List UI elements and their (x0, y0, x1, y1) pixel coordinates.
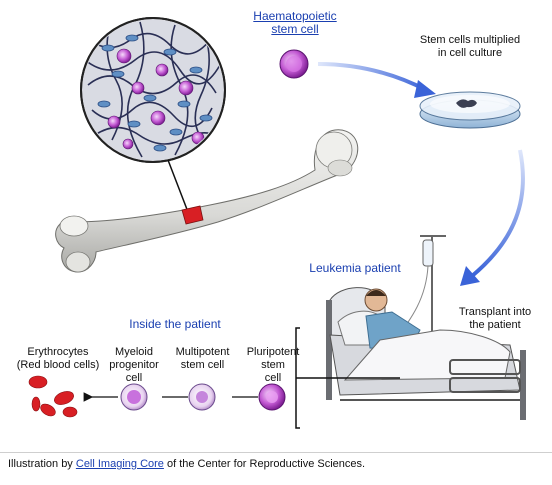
pluripotent-label-line3: cell (264, 372, 282, 384)
erythrocytes (28, 375, 78, 418)
myeloid-label: Myeloid progenitor cell (99, 346, 169, 385)
multipotent-label-line2: stem cell (180, 359, 225, 371)
erythrocytes-label-line1: Erythrocytes (27, 346, 89, 358)
arrow-head (414, 80, 436, 98)
erythrocytes-label: Erythrocytes (Red blood cells) (8, 346, 108, 372)
arrow-cell-to-culture (317, 62, 427, 92)
inside-patient-label: Inside the patient (115, 318, 235, 331)
culture-label-line2: in cell culture (437, 47, 503, 59)
bone-marrow-magnified (80, 17, 226, 163)
pluripotent-label: Pluripotent stem cell (238, 346, 308, 385)
leukemia-label-text: Leukemia patient (309, 261, 401, 275)
multipotent-label: Multipotent stem cell (165, 346, 240, 372)
petri-dish (419, 91, 521, 129)
bone (55, 129, 359, 273)
erythrocytes-label-line2: (Red blood cells) (16, 359, 100, 371)
transplant-label-line1: Transplant into (458, 306, 532, 318)
magnify-connector (167, 159, 189, 213)
bone-cutout (181, 205, 204, 225)
haematopoietic-stem-cell (279, 49, 309, 79)
myeloid-label-line2: progenitor (109, 359, 159, 371)
cell-imaging-core-link[interactable]: Cell Imaging Core (75, 458, 164, 470)
hsc-label[interactable]: Haematopoietic stem cell (240, 10, 350, 36)
culture-label-line1: Stem cells multiplied (419, 34, 521, 46)
pluripotent-label-line1: Pluripotent (246, 346, 300, 358)
culture-label: Stem cells multiplied in cell culture (400, 34, 540, 60)
pluripotent-label-line2: stem (261, 359, 285, 371)
pluripotent-stem-cell (258, 383, 286, 411)
arrow-culture-to-patient (470, 149, 525, 278)
transplant-label-line2: the patient (469, 319, 521, 331)
myeloid-progenitor-cell (120, 383, 148, 411)
transplant-label: Transplant into the patient (445, 306, 545, 332)
caption-divider (0, 452, 552, 453)
multipotent-label-line1: Multipotent (175, 346, 230, 358)
multipotent-stem-cell (188, 383, 216, 411)
leukemia-label: Leukemia patient (300, 262, 410, 275)
arrow-head (460, 266, 480, 286)
caption: Illustration by Cell Imaging Core of the… (8, 458, 365, 470)
hsc-label-line1[interactable]: Haematopoietic (253, 9, 337, 23)
myeloid-label-line3: cell (125, 372, 143, 384)
caption-prefix: Illustration by (8, 458, 73, 470)
myeloid-label-line1: Myeloid (115, 346, 153, 358)
caption-suffix: of the Center for Reproductive Sciences. (166, 458, 366, 470)
hsc-label-line2[interactable]: stem cell (271, 22, 319, 36)
inside-patient-label-text: Inside the patient (129, 317, 221, 331)
patient-bed (326, 287, 526, 420)
